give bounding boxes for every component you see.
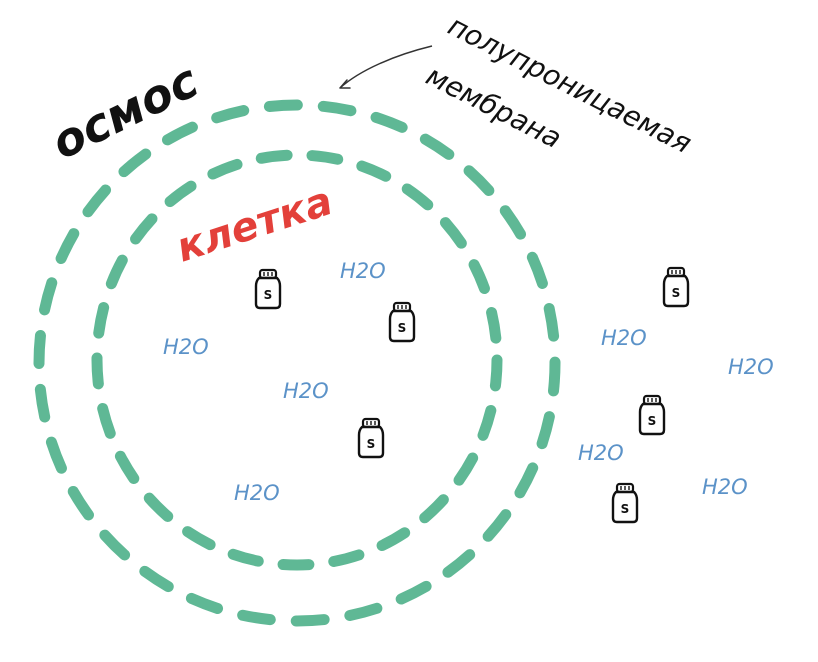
- salt-shaker-letter: S: [264, 288, 273, 302]
- water-label: H2O: [340, 259, 386, 283]
- salt-shaker-letter: S: [672, 286, 681, 300]
- membrane-arrow: [339, 45, 433, 89]
- water-label: H2O: [283, 379, 329, 403]
- salt-shaker-icon: S: [357, 417, 385, 459]
- water-label: H2O: [702, 475, 748, 499]
- inner-membrane: [91, 149, 503, 571]
- salt-shaker-icon: S: [388, 301, 416, 343]
- water-label: H2O: [601, 326, 647, 350]
- salt-shaker-letter: S: [367, 437, 376, 451]
- salt-shaker-icon: S: [638, 394, 666, 436]
- water-label: H2O: [163, 335, 209, 359]
- salt-shaker-letter: S: [398, 321, 407, 335]
- diagram-title: осмос: [43, 53, 206, 170]
- salt-shaker-letter: S: [621, 502, 630, 516]
- salt-shaker-icon: S: [254, 268, 282, 310]
- outer-membrane: [33, 99, 561, 627]
- water-label: H2O: [234, 481, 280, 505]
- water-label: H2O: [728, 355, 774, 379]
- salt-shaker-icon: S: [611, 482, 639, 524]
- salt-shaker-letter: S: [648, 414, 657, 428]
- salt-shaker-icon: S: [662, 266, 690, 308]
- cell-label: клетка: [171, 178, 338, 271]
- water-label: H2O: [578, 441, 624, 465]
